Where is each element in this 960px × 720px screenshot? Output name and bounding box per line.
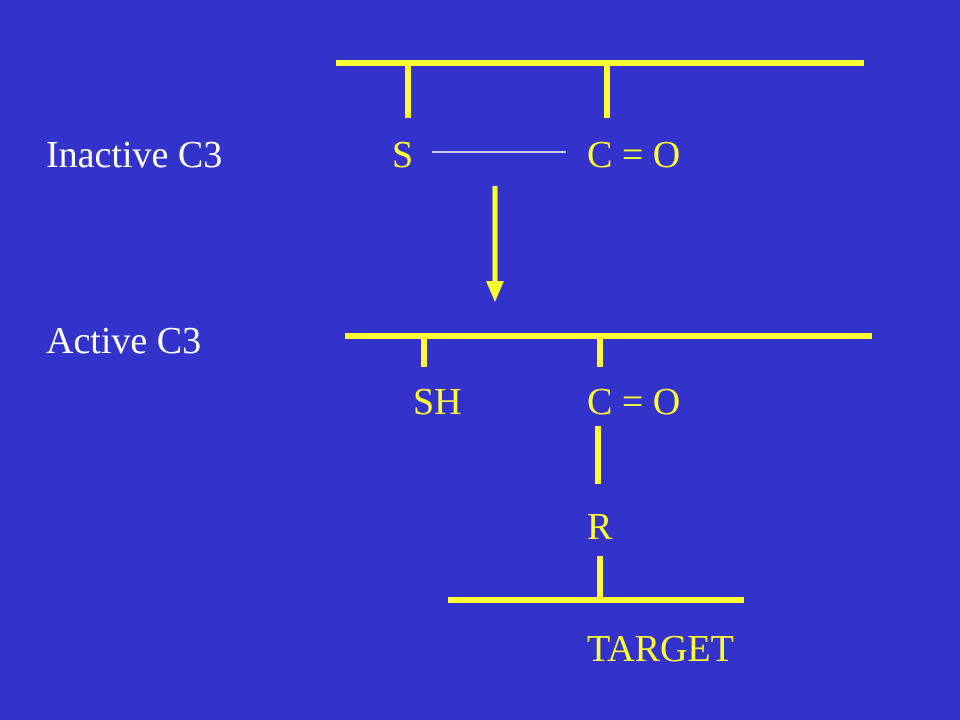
active-c3-label: Active C3 [46, 320, 202, 362]
thioester-s-label: S [392, 134, 414, 176]
inactive-co-label: C = O [587, 134, 681, 176]
inactive-c3-label: Inactive C3 [46, 134, 223, 176]
active-sh-label: SH [413, 381, 462, 423]
active-co-label: C = O [587, 381, 681, 423]
target-label: TARGET [587, 628, 734, 670]
r-group-label: R [587, 506, 613, 548]
activation-arrow-head [486, 281, 504, 302]
